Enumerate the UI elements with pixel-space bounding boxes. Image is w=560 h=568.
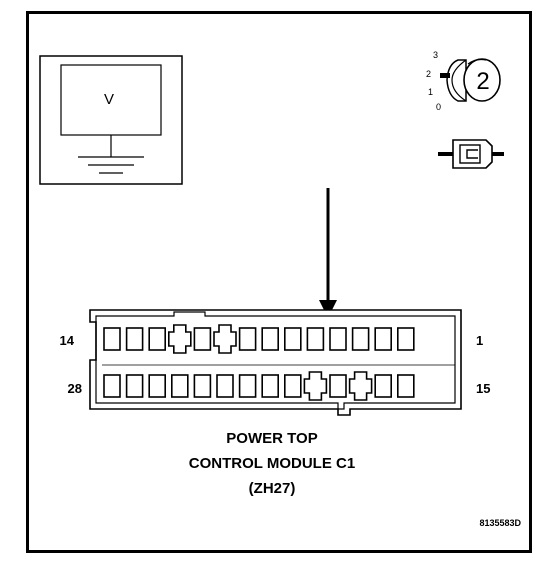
connector-cavity-bottom-14 [396, 374, 415, 398]
connector-cavity-bottom-9 [283, 374, 302, 398]
connector-cavity-bottom-6 [216, 374, 234, 398]
connector-cavity-top-11 [329, 327, 347, 351]
connector-cavity-top-7 [238, 327, 257, 351]
connector-cavity-top-9 [283, 327, 302, 351]
connector-cavity-top-5 [193, 327, 212, 351]
voltmeter-icon [39, 55, 183, 185]
connector-c1 [89, 309, 462, 416]
connector-cavity-bottom-2 [125, 374, 144, 398]
pin-label-1: 1 [476, 333, 483, 348]
ignition-position-0: 0 [436, 102, 441, 112]
meter-symbol: V [104, 91, 114, 108]
ignition-switch-icon: 3 2 1 0 2 [426, 50, 501, 112]
connector-cavity-top-8 [261, 327, 280, 351]
connector-cavity-bottom-12 [348, 371, 373, 401]
connector-plug-icon [438, 139, 504, 169]
connector-cavity-bottom-10 [303, 371, 328, 401]
caption-line-3: (ZH27) [249, 480, 296, 497]
ignition-selected-position: 2 [476, 68, 489, 95]
pin-label-28: 28 [68, 381, 82, 396]
caption-line-2: CONTROL MODULE C1 [189, 455, 355, 472]
connector-cavity-bottom-1 [103, 374, 121, 398]
diagram-border [26, 11, 532, 553]
connector-cavity-bottom-7 [238, 374, 257, 398]
connector-cavity-top-3 [148, 327, 166, 351]
connector-cavity-top-1 [103, 327, 121, 351]
connector-cavity-top-2 [125, 327, 144, 351]
probe-arrow [319, 188, 337, 318]
connector-cavity-bottom-11 [329, 374, 347, 398]
connector-cavity-top-14 [396, 327, 415, 351]
ignition-position-3: 3 [433, 50, 438, 60]
ignition-position-1: 1 [428, 87, 433, 97]
connector-cavity-bottom-13 [374, 374, 393, 398]
connector-cavity-top-4 [168, 324, 192, 354]
connector-cavity-bottom-4 [171, 374, 189, 398]
connector-cavity-top-6 [213, 324, 237, 354]
connector-cavity-top-13 [374, 327, 393, 351]
connector-cavity-bottom-5 [193, 374, 212, 398]
connector-cavity-bottom-3 [148, 374, 166, 398]
caption-line-1: POWER TOP [226, 430, 317, 447]
connector-cavity-bottom-8 [261, 374, 280, 398]
pin-label-14: 14 [60, 333, 75, 348]
ignition-position-2: 2 [426, 69, 431, 79]
connector-cavity-top-12 [351, 327, 370, 351]
figure-id: 8135583D [479, 518, 521, 528]
connector-cavity-top-10 [306, 327, 325, 351]
pin-label-15: 15 [476, 381, 490, 396]
